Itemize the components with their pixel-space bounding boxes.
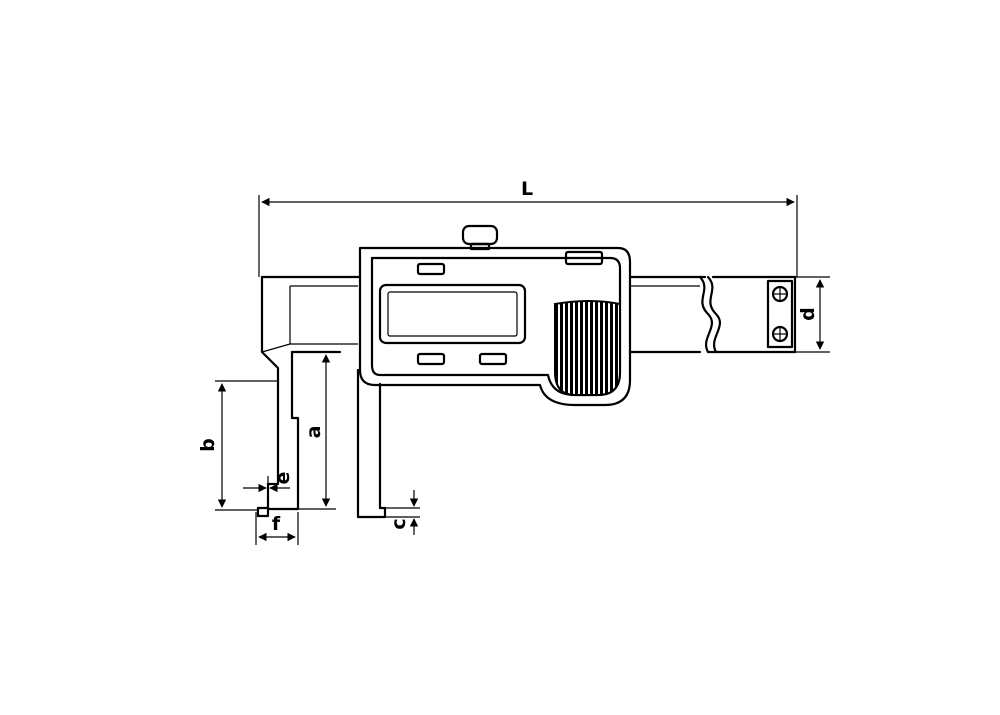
dimension-a: a bbox=[298, 351, 340, 510]
dimension-L: L bbox=[258, 178, 798, 277]
dimension-label-c: c bbox=[388, 518, 410, 529]
control-buttons bbox=[416, 262, 508, 366]
dimension-e: e bbox=[243, 472, 294, 500]
screw-icon bbox=[771, 285, 789, 303]
dimension-c: c bbox=[385, 490, 420, 535]
button-bottom-left bbox=[416, 352, 446, 366]
dimension-label-d: d bbox=[797, 307, 819, 321]
screw-icon bbox=[771, 325, 789, 343]
lock-screw-knob bbox=[461, 224, 499, 251]
dimension-label-f: f bbox=[272, 513, 281, 535]
measuring-jaw bbox=[356, 368, 387, 519]
moving-jaw bbox=[256, 350, 342, 518]
end-cap bbox=[766, 279, 794, 349]
caliper-beam bbox=[260, 275, 797, 354]
thumb-wheel bbox=[554, 300, 621, 396]
dimension-label-L: L bbox=[521, 178, 533, 200]
dimension-label-b: b bbox=[197, 438, 219, 452]
dimension-d: d bbox=[795, 276, 830, 353]
button-bottom-right bbox=[478, 352, 508, 366]
lcd-display bbox=[378, 283, 527, 345]
dimension-label-a: a bbox=[303, 426, 325, 439]
dimension-label-e: e bbox=[272, 472, 294, 485]
dimension-f: f bbox=[255, 512, 299, 545]
dimension-b: b bbox=[197, 380, 278, 511]
button-top bbox=[416, 262, 446, 276]
